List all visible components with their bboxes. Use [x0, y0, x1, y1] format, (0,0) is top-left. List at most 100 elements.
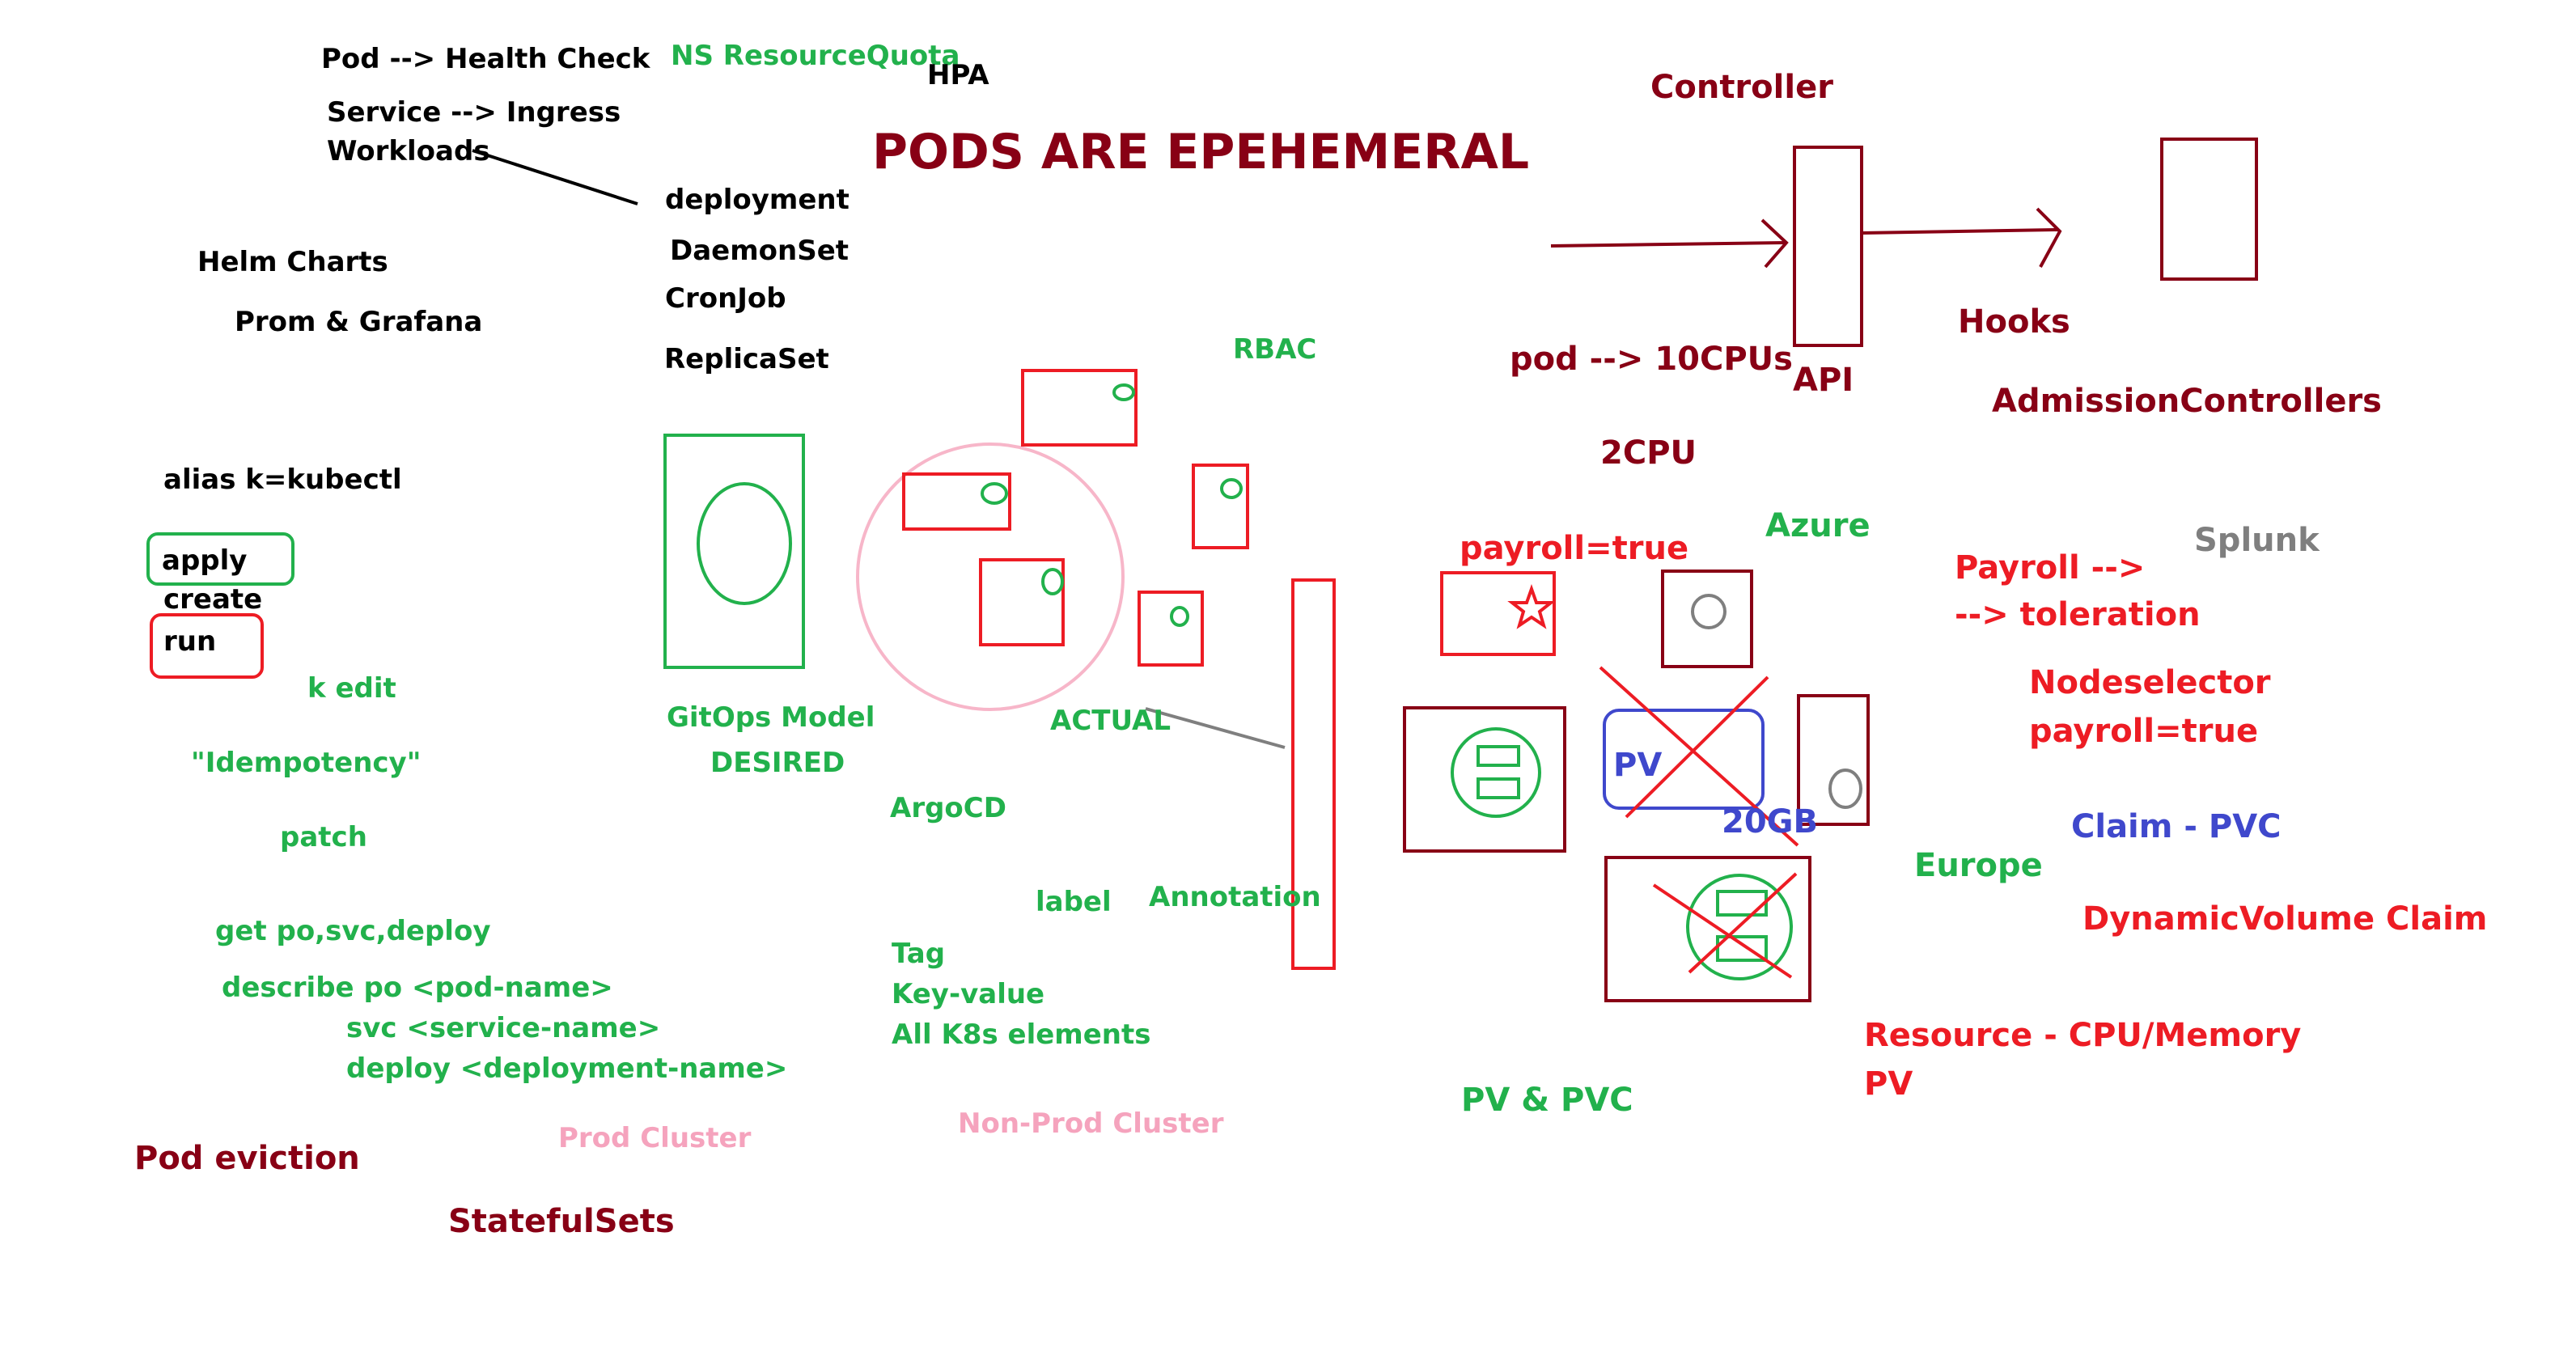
- command-patch: patch: [280, 821, 367, 853]
- desired-state-box: [663, 434, 805, 669]
- pod-container-ellipse: [981, 482, 1008, 505]
- controller-arrow-line: [1550, 241, 1786, 248]
- disk-cross-line: [1652, 883, 1793, 979]
- note-resource-cpu-memory: Resource - CPU/Memory: [1864, 1017, 2302, 1054]
- note-api: API: [1793, 362, 1854, 399]
- note-key-value: Key-value: [892, 978, 1045, 1010]
- controller-arrow-head: [1760, 218, 1789, 269]
- note-replicaset: ReplicaSet: [664, 343, 829, 375]
- note-gitops-model: GitOps Model: [667, 701, 875, 734]
- note-pv-resource: PV: [1864, 1065, 1913, 1103]
- pod-box: [902, 472, 1011, 531]
- run-highlight-box: [150, 613, 264, 679]
- note-argocd: ArgoCD: [890, 792, 1006, 824]
- node-circle: [1691, 594, 1727, 629]
- hooks-arrow-head: [2036, 207, 2062, 268]
- note-pv-pvc: PV & PVC: [1461, 1082, 1633, 1119]
- disk-slot-top: [1477, 745, 1520, 767]
- page-title: PODS ARE EPEHEMERAL: [872, 124, 1530, 180]
- pv-label: PV: [1613, 747, 1663, 784]
- note-cronjob: CronJob: [665, 282, 786, 315]
- desired-state-ellipse: [697, 482, 792, 605]
- node-box: [1797, 694, 1870, 826]
- note-all-k8s-elements: All K8s elements: [892, 1018, 1151, 1051]
- note-pod-10cpus: pod --> 10CPUs: [1510, 341, 1793, 378]
- note-payroll-arrow: Payroll -->: [1955, 549, 2146, 586]
- pod-box: [1021, 369, 1138, 447]
- command-get: get po,svc,deploy: [215, 915, 491, 947]
- note-helm-charts: Helm Charts: [197, 246, 388, 278]
- node-box: [1403, 706, 1566, 853]
- note-daemonset: DaemonSet: [670, 235, 849, 267]
- note-annotation: Annotation: [1149, 881, 1321, 913]
- pv-cross-line: [1625, 675, 1769, 819]
- actual-connector-line: [1145, 707, 1286, 749]
- note-2cpu: 2CPU: [1600, 434, 1697, 472]
- note-azure: Azure: [1765, 507, 1871, 544]
- note-prom-grafana: Prom & Grafana: [235, 306, 483, 338]
- actual-cluster-circle: [856, 442, 1125, 711]
- note-pod-health-check: Pod --> Health Check: [321, 43, 650, 75]
- note-idempotency: "Idempotency": [191, 747, 422, 779]
- annotation-tall-box: [1291, 578, 1336, 970]
- note-actual: ACTUAL: [1050, 705, 1171, 737]
- pod-box: [1192, 464, 1249, 549]
- note-alias: alias k=kubectl: [163, 464, 402, 496]
- note-non-prod-cluster: Non-Prod Cluster: [958, 1107, 1224, 1140]
- workloads-connector-line: [472, 149, 638, 205]
- note-service-ingress: Service --> Ingress: [327, 96, 621, 129]
- note-deployment: deployment: [665, 184, 849, 216]
- disk-slot-top: [1716, 890, 1768, 917]
- disk-slot-bottom: [1716, 935, 1768, 962]
- star-icon: [1507, 583, 1556, 629]
- note-nodeselector: Nodeselector: [2029, 664, 2271, 701]
- command-k-edit: k edit: [307, 672, 396, 705]
- note-dynamic-volume-claim: DynamicVolume Claim: [2082, 900, 2488, 938]
- payroll-node-box: [1440, 571, 1556, 656]
- note-toleration: --> toleration: [1955, 596, 2201, 633]
- pod-container-ellipse: [1170, 606, 1189, 627]
- note-splunk: Splunk: [2194, 522, 2320, 559]
- note-pod-eviction: Pod eviction: [134, 1140, 360, 1177]
- note-europe: Europe: [1914, 847, 2043, 884]
- node-circle: [1828, 769, 1862, 809]
- note-ns-resourcequota: NS ResourceQuota: [671, 40, 960, 72]
- node-box: [1661, 570, 1753, 668]
- command-deploy: deploy <deployment-name>: [346, 1052, 788, 1085]
- note-controller: Controller: [1650, 69, 1833, 106]
- apply-highlight-box: [146, 532, 294, 586]
- hooks-target-box: [2160, 138, 2258, 281]
- pod-box: [1138, 591, 1204, 667]
- pod-container-ellipse: [1112, 383, 1135, 401]
- command-describe-po: describe po <pod-name>: [222, 972, 613, 1004]
- note-hooks: Hooks: [1958, 303, 2070, 341]
- note-tag: Tag: [892, 938, 946, 970]
- note-claim-pvc: Claim - PVC: [2071, 808, 2282, 845]
- note-nodeselector-payroll: payroll=true: [2029, 713, 2259, 750]
- note-statefulsets: StatefulSets: [448, 1203, 675, 1240]
- pod-container-ellipse: [1220, 478, 1243, 499]
- pv-box: [1603, 709, 1765, 810]
- pod-box: [979, 558, 1065, 646]
- disk-icon: [1451, 727, 1541, 818]
- note-payroll-true: payroll=true: [1460, 530, 1689, 567]
- note-admission-controllers: AdmissionControllers: [1992, 383, 2382, 420]
- disk-slot-bottom: [1477, 777, 1520, 799]
- note-rbac: RBAC: [1233, 333, 1317, 366]
- note-prod-cluster: Prod Cluster: [558, 1122, 752, 1154]
- disk-icon: [1686, 874, 1793, 980]
- note-workloads: Workloads: [327, 135, 490, 167]
- disk-cross-line: [1688, 872, 1798, 974]
- command-svc: svc <service-name>: [346, 1012, 661, 1044]
- note-label: label: [1036, 886, 1112, 918]
- note-hpa: HPA: [927, 59, 989, 91]
- note-20gb: 20GB: [1722, 803, 1818, 841]
- command-create: create: [163, 583, 263, 616]
- command-run: run: [163, 625, 217, 658]
- api-server-box: [1793, 146, 1863, 347]
- note-desired: DESIRED: [710, 747, 845, 779]
- pv-cross-line: [1599, 666, 1799, 847]
- hooks-arrow-line: [1862, 228, 2059, 235]
- node-box: [1604, 856, 1811, 1002]
